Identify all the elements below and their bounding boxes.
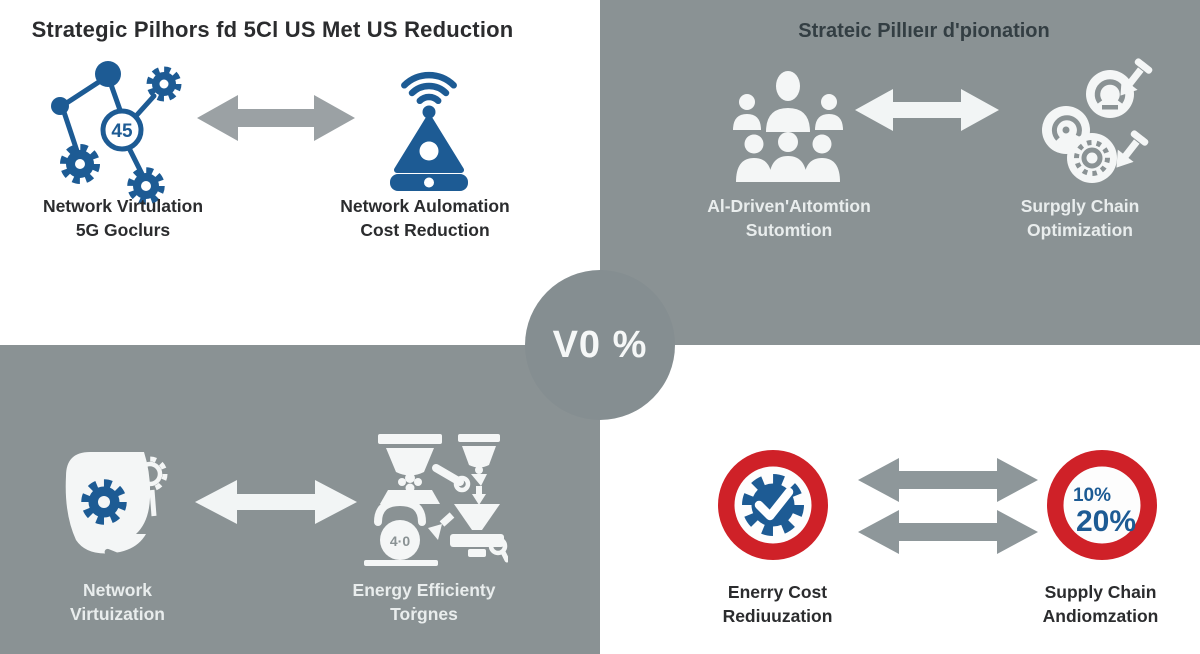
item-label-network-virtulation: Network Virtulation 5G Goclurs — [18, 194, 228, 242]
label-line: Optimization — [1027, 220, 1133, 240]
badge-45-text: 45 — [111, 121, 133, 142]
percent-10-text: 10% — [1073, 485, 1111, 506]
label-line: Supply Chain — [1044, 582, 1157, 602]
label-line: Rediuuzation — [722, 606, 833, 626]
label-line: Toṙgnes — [390, 604, 458, 624]
gear-icon — [127, 167, 165, 205]
document-gear-icon — [65, 452, 168, 564]
label-line: Network Aulomation — [340, 196, 510, 216]
label-line: Al-Driven'Aıtomtion — [707, 196, 871, 216]
label-line: Andiomzation — [1042, 606, 1159, 626]
gear-wheels-icon — [1042, 58, 1153, 183]
gear-icon — [81, 479, 127, 525]
label-line: Energy Efficienty — [352, 580, 496, 600]
item-label-enerry-cost: Enerry Cost Rediuuzation — [665, 580, 890, 628]
gear-icon — [146, 66, 182, 102]
label-line: 5G Goclurs — [75, 220, 171, 240]
item-label-energy-efficienty: Energy Efficienty Toṙgnes — [318, 578, 530, 626]
ring-percentages-icon: 10% 20% — [1047, 450, 1157, 560]
outline-gear-icon — [132, 456, 168, 492]
double-headed-arrow-icon — [855, 89, 999, 131]
label-line: Network Virtulation — [42, 196, 204, 216]
ring-gear-check-icon — [718, 450, 828, 560]
center-circle-badge: V0 % — [525, 270, 675, 420]
quadrant-top-left — [0, 0, 600, 345]
label-line: Network — [82, 580, 153, 600]
people-group-icon — [733, 71, 843, 182]
percent-20-text: 20% — [1076, 505, 1136, 538]
double-headed-arrow-icon — [197, 95, 355, 141]
double-headed-arrow-icon — [195, 480, 357, 524]
top-right-title: Strateic Pillıeır d'pionation — [798, 20, 1050, 42]
item-label-ai-driven: Al-Driven'Aıtomtion Sutomtion — [658, 194, 920, 242]
antenna-tower-icon — [390, 71, 468, 191]
label-line: Surpgly Chain — [1020, 196, 1140, 216]
small-arrow-icon — [1116, 130, 1149, 168]
double-double-headed-arrow-icon — [858, 458, 1038, 554]
item-label-supply-chain: Supply Chain Andiomzation — [993, 580, 1200, 628]
item-label-network-aulomation: Network Aulomation Cost Reduction — [316, 194, 534, 242]
badge-45: 45 — [100, 108, 144, 152]
label-line: Enerry Cost — [727, 582, 828, 602]
network-gears-icon: 45 — [51, 61, 182, 205]
item-label-surpgly-chain: Surpgly Chain Optimization — [982, 194, 1178, 242]
badge-40-text: 4·0 — [390, 533, 410, 549]
label-line: Virtuization — [70, 604, 165, 624]
industry-machines-icon: 4·0 — [364, 434, 508, 566]
gear-icon — [60, 144, 100, 184]
item-label-network-virtuization: Network Virtuization — [25, 578, 210, 626]
center-percentage-text: V0 % — [552, 323, 648, 366]
label-line: Cost Reduction — [360, 220, 490, 240]
small-arrow-icon — [1120, 58, 1153, 96]
top-left-title: Strategic Pilhors fd 5Cl US Met US Reduc… — [31, 17, 514, 42]
label-line: Sutomtion — [745, 220, 833, 240]
check-icon — [754, 487, 794, 521]
